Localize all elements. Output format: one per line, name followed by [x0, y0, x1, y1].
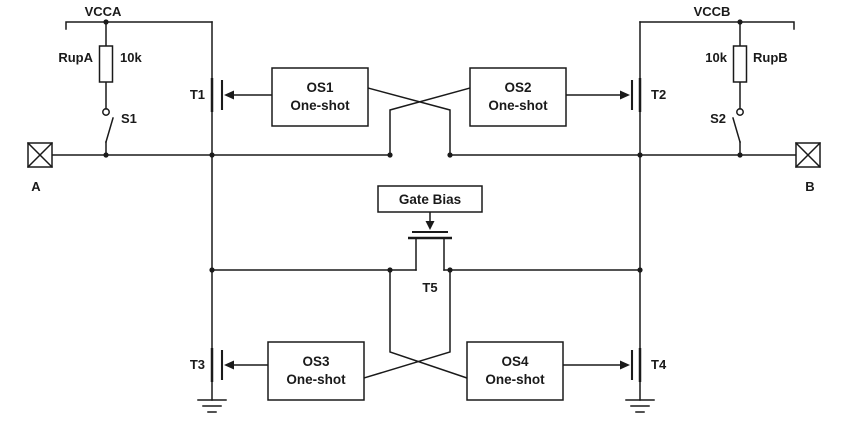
junction-dot	[447, 152, 453, 158]
t2-label: T2	[651, 87, 666, 102]
s2-blade	[732, 117, 741, 143]
s1-label: S1	[121, 111, 137, 126]
s2-label: S2	[710, 111, 726, 126]
s1-contact-circle	[102, 108, 110, 116]
t4-mosfet-symbol	[562, 348, 642, 382]
terminal-b-pad	[794, 141, 822, 169]
terminal-a-label: A	[31, 179, 41, 194]
rupb-resistor-symbol	[732, 45, 748, 83]
ground-symbol-left	[197, 399, 227, 413]
junction-dot	[737, 152, 743, 158]
s1-switch-symbol	[102, 108, 114, 143]
terminal-b-cross-icon	[794, 141, 822, 169]
wire-b-bus-crossover	[367, 87, 797, 156]
wire-b-crossover-bottom	[363, 269, 451, 379]
t3-arrow-icon	[224, 360, 234, 370]
terminal-b-label: B	[805, 179, 814, 194]
s1-blade	[105, 117, 114, 143]
wire-a-bus-crossover	[51, 87, 471, 156]
gate-bias-box	[377, 185, 483, 213]
t5-mosfet-symbol	[408, 211, 452, 271]
junction-dot	[387, 152, 393, 158]
os3-type-label: One-shot	[286, 372, 346, 387]
os1-name-label: OS1	[306, 80, 334, 95]
ground-symbol-right	[625, 399, 655, 413]
t4-arrow-icon	[620, 360, 630, 370]
junction-dot	[387, 267, 393, 273]
wire-vcca-rail	[65, 21, 213, 30]
junction-dot	[637, 152, 643, 158]
os2-box	[469, 67, 567, 127]
ground-left-icon	[197, 399, 227, 413]
os3-box	[267, 341, 365, 401]
ground-right-icon	[625, 399, 655, 413]
terminal-a-pad	[26, 141, 54, 169]
junction-dot	[103, 152, 109, 158]
terminal-a-cross-icon	[26, 141, 54, 169]
s2-switch-symbol	[732, 108, 744, 143]
t5-legs	[415, 237, 445, 271]
os4-name-label: OS4	[501, 354, 529, 369]
t2-mosfet-symbol	[565, 78, 642, 112]
junction-dot	[209, 267, 215, 273]
t3-mosfet-symbol	[210, 348, 269, 382]
s2-contact-circle	[736, 108, 744, 116]
t4-label: T4	[651, 357, 667, 372]
rupb-value-label: 10k	[705, 50, 727, 65]
os1-type-label: One-shot	[290, 98, 350, 113]
os4-box	[466, 341, 564, 401]
junction-dot	[103, 19, 109, 25]
t5-label: T5	[422, 280, 437, 295]
os2-name-label: OS2	[504, 80, 531, 95]
t1-mosfet-symbol	[210, 78, 273, 112]
wire-vccb-rail	[639, 21, 795, 30]
os1-box	[271, 67, 369, 127]
os2-type-label: One-shot	[488, 98, 548, 113]
t1-arrow-icon	[224, 90, 234, 100]
os3-name-label: OS3	[302, 354, 330, 369]
junction-dots	[103, 19, 743, 273]
wire-a-crossover-bottom	[389, 269, 468, 379]
junction-dot	[637, 267, 643, 273]
os4-type-label: One-shot	[485, 372, 545, 387]
rupb-label: RupB	[753, 50, 788, 65]
t1-label: T1	[190, 87, 205, 102]
t2-arrow-icon	[620, 90, 630, 100]
rupa-value-label: 10k	[120, 50, 142, 65]
junction-dot	[447, 267, 453, 273]
rupa-resistor-symbol	[98, 45, 114, 83]
vccb-label: VCCB	[694, 4, 731, 19]
t3-label: T3	[190, 357, 205, 372]
t5-arrow-icon	[425, 221, 435, 230]
junction-dot	[209, 152, 215, 158]
gate-bias-label: Gate Bias	[399, 192, 461, 207]
vcca-label: VCCA	[85, 4, 122, 19]
junction-dot	[737, 19, 743, 25]
rupa-label: RupA	[58, 50, 93, 65]
